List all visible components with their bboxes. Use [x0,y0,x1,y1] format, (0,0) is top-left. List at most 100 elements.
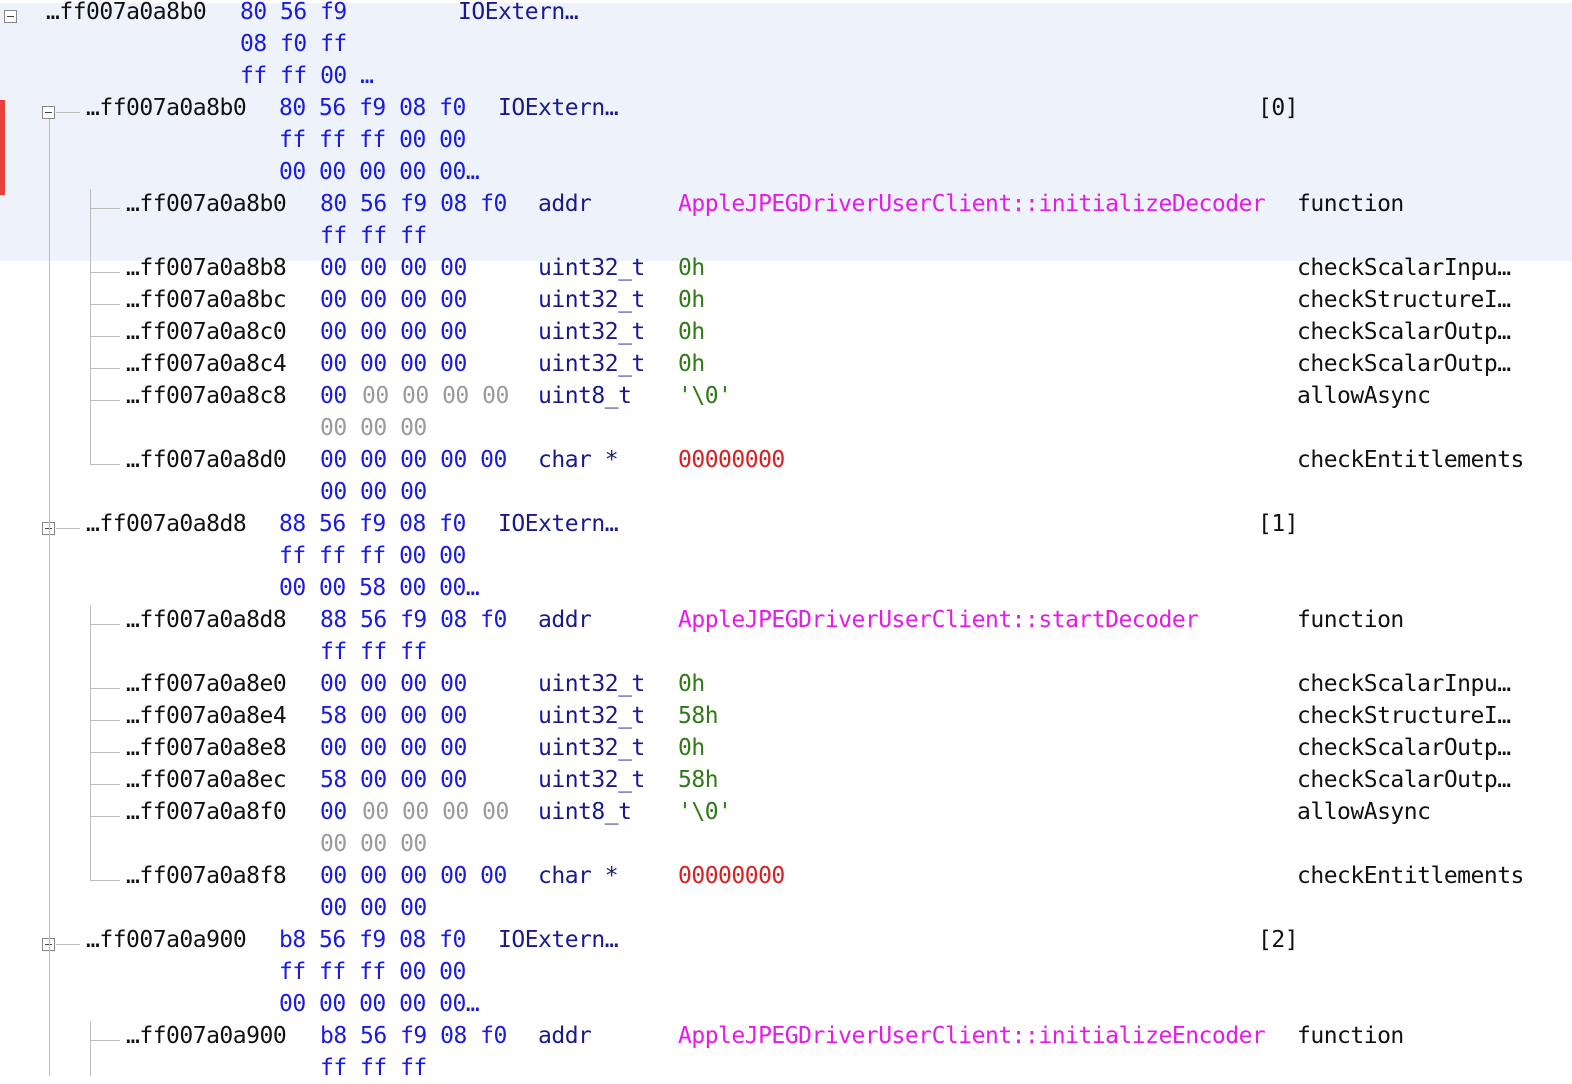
struct-address[interactable]: …ff007a0a900 [86,927,247,953]
field-address[interactable]: …ff007a0a8b0 [126,191,287,217]
field-bytes: ff ff ff [320,223,427,249]
tree-connector [90,688,120,689]
field-value[interactable]: AppleJPEGDriverUserClient::initializeDec… [678,191,1266,217]
field-bytes: 00 00 00 00 00 [320,447,507,473]
field-value: 0h [678,351,705,377]
struct-type[interactable]: IOExtern… [498,95,619,121]
tree-connector [90,400,120,401]
field-type: uint32_t [538,735,645,761]
field-value: 0h [678,319,705,345]
struct-address[interactable]: …ff007a0a8b0 [86,95,247,121]
field-name: function [1297,607,1404,633]
field-address[interactable]: …ff007a0a8f0 [126,799,287,825]
field-bytes: 00 00 00 00 [320,287,467,313]
row-type: IOExtern… [458,0,579,25]
field-type: uint32_t [538,351,645,377]
field-value[interactable]: AppleJPEGDriverUserClient::startDecoder [678,607,1199,633]
field-bytes: 58 00 00 00 [320,703,467,729]
struct-type[interactable]: IOExtern… [498,927,619,953]
tree-connector [90,1021,91,1076]
struct-address[interactable]: …ff007a0a8d8 [86,511,247,537]
tree-connector [49,119,50,1076]
field-value: '\0' [678,383,732,409]
field-address[interactable]: …ff007a0a8d0 [126,447,287,473]
cursor-marker [0,100,5,195]
field-value[interactable]: AppleJPEGDriverUserClient::initializeEnc… [678,1023,1266,1049]
field-name: allowAsync [1297,799,1431,825]
field-value: 00000000 [678,863,785,889]
field-bytes: 00 00 00 00 [320,319,467,345]
field-bytes: 88 56 f9 08 f0 [320,607,507,633]
tree-connector [90,624,120,625]
field-address[interactable]: …ff007a0a8c8 [126,383,287,409]
struct-bytes: 00 00 00 00 00… [279,991,480,1017]
field-bytes: 00 00 00 [320,479,427,505]
struct-bytes: 80 56 f9 08 f0 [279,95,466,121]
field-address[interactable]: …ff007a0a8c0 [126,319,287,345]
row-bytes: 08 f0 ff [240,31,347,57]
padding-bytes: 00 00 00 00 [362,383,509,409]
field-type: char * [538,863,619,889]
selected-row-highlight [0,3,1572,261]
field-bytes: 00 00 00 00 [320,671,467,697]
tree-connector [90,880,120,881]
field-value: 58h [678,767,719,793]
field-address[interactable]: …ff007a0a8e4 [126,703,287,729]
struct-type[interactable]: IOExtern… [498,511,619,537]
collapse-toggle-icon[interactable] [42,106,55,119]
field-bytes: ff ff ff [320,1055,427,1081]
field-address[interactable]: …ff007a0a8ec [126,767,287,793]
field-address[interactable]: …ff007a0a900 [126,1023,287,1049]
field-name: checkEntitlements [1297,447,1524,473]
array-index: [2] [1258,927,1299,953]
field-address[interactable]: …ff007a0a8bc [126,287,287,313]
tree-connector [90,368,120,369]
field-name: checkEntitlements [1297,863,1524,889]
field-address[interactable]: …ff007a0a8e0 [126,671,287,697]
field-name: checkScalarOutp… [1297,735,1511,761]
field-type: uint32_t [538,319,645,345]
row-address[interactable]: …ff007a0a8b0 [46,0,207,25]
field-value: 0h [678,671,705,697]
field-address[interactable]: …ff007a0a8e8 [126,735,287,761]
field-address[interactable]: …ff007a0a8d8 [126,607,287,633]
tree-connector [90,720,120,721]
padding-bytes: 00 00 00 [320,415,427,441]
field-name: checkScalarOutp… [1297,351,1511,377]
field-bytes: 80 56 f9 08 f0 [320,191,507,217]
tree-connector [90,304,120,305]
struct-bytes: b8 56 f9 08 f0 [279,927,466,953]
field-address[interactable]: …ff007a0a8b8 [126,255,287,281]
tree-connector [90,189,91,464]
field-type: uint32_t [538,703,645,729]
field-address[interactable]: …ff007a0a8f8 [126,863,287,889]
field-type: addr [538,191,592,217]
tree-connector [90,272,120,273]
tree-connector [56,112,80,113]
field-value: 58h [678,703,719,729]
field-name: allowAsync [1297,383,1431,409]
collapse-toggle-icon[interactable] [42,938,55,951]
field-type: uint8_t [538,799,632,825]
tree-connector [90,336,120,337]
field-bytes: 00 00 00 00 [320,351,467,377]
field-type: addr [538,607,592,633]
field-bytes: 58 00 00 00 [320,767,467,793]
field-name: function [1297,1023,1404,1049]
tree-connector [90,605,91,880]
field-address[interactable]: …ff007a0a8c4 [126,351,287,377]
row-bytes: 80 56 f9 [240,0,347,25]
collapse-toggle-icon[interactable] [4,10,17,23]
struct-bytes: 88 56 f9 08 f0 [279,511,466,537]
field-bytes: 00 [320,383,347,409]
field-bytes: 00 00 00 00 [320,255,467,281]
tree-connector [90,1040,120,1041]
field-type: addr [538,1023,592,1049]
field-name: checkScalarOutp… [1297,319,1511,345]
collapse-toggle-icon[interactable] [42,522,55,535]
field-type: char * [538,447,619,473]
field-bytes: 00 00 00 00 00 [320,863,507,889]
field-type: uint32_t [538,255,645,281]
field-name: checkScalarInpu… [1297,671,1511,697]
